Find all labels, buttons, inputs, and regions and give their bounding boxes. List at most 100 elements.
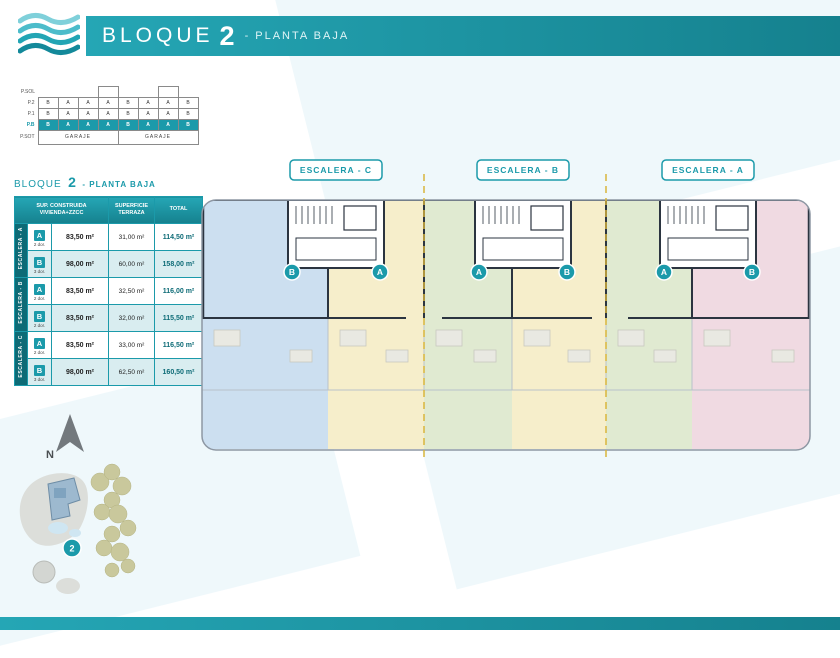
dorm-count: 2 dor. xyxy=(33,241,46,247)
level-cell: B xyxy=(117,97,139,109)
terr-value: 32,00 m² xyxy=(108,304,155,332)
unit-badge: B xyxy=(743,263,761,281)
area-title-number: 2 xyxy=(68,174,76,190)
brand-logo-waves-icon xyxy=(18,13,80,55)
level-cell: B xyxy=(37,108,59,120)
sup-value: 83,50 m² xyxy=(51,223,109,251)
sup-value: 83,50 m² xyxy=(51,331,109,359)
dorm-count: 2 dor. xyxy=(33,349,46,355)
svg-text:A: A xyxy=(377,267,383,277)
level-cell: A xyxy=(97,97,119,109)
level-cell: A xyxy=(157,108,179,120)
level-cell: A xyxy=(157,97,179,109)
level-cell xyxy=(118,87,138,98)
north-compass-icon: N xyxy=(46,414,84,461)
level-cell: B xyxy=(177,97,199,109)
sup-value: 98,00 m² xyxy=(51,250,109,278)
level-cell xyxy=(78,87,98,98)
level-cell: A xyxy=(137,119,159,131)
page-title-subtitle: PLANTA BAJA xyxy=(255,30,350,42)
site-plan: N 2 xyxy=(19,414,137,594)
level-cell: GARAJE xyxy=(117,130,199,145)
svg-text:A: A xyxy=(661,267,667,277)
dorm-count: 3 dor. xyxy=(33,268,46,274)
total-value: 160,50 m² xyxy=(154,358,203,386)
page-title-word: BLOQUE xyxy=(102,24,214,47)
plan-furniture xyxy=(213,329,795,363)
site-plan-shapes: 2 xyxy=(19,463,137,594)
unit-letter-badge: B xyxy=(34,364,45,376)
sup-value: 98,00 m² xyxy=(51,358,109,386)
unit-letter-badge: A xyxy=(34,229,45,241)
dorm-count: 2 dor. xyxy=(33,295,46,301)
unit-badge: B xyxy=(283,263,301,281)
table-header-cell: TOTAL xyxy=(154,196,203,224)
page-title-number: 2 xyxy=(219,20,235,51)
level-cell: P.1 xyxy=(27,110,35,117)
svg-text:ESCALERA - B: ESCALERA - B xyxy=(487,165,559,175)
unit-letter-badge: A xyxy=(34,283,45,295)
level-cell: B xyxy=(117,119,139,131)
unit-letter-badge: B xyxy=(34,310,45,322)
escalera-label-pill: ESCALERA - C xyxy=(289,159,383,181)
escalera-labels: ESCALERA - C ESCALERA - B ESCALERA - A xyxy=(289,159,755,181)
footer-band xyxy=(0,617,840,630)
area-title-rest: - PLANTA BAJA xyxy=(82,180,156,189)
svg-text:ESCALERA - A: ESCALERA - A xyxy=(672,165,744,175)
terr-value: 62,50 m² xyxy=(108,358,155,386)
page-title-separator: - xyxy=(244,30,250,42)
level-cell: A xyxy=(57,119,79,131)
level-cell: A xyxy=(97,108,119,120)
level-cell: P.B xyxy=(26,121,35,128)
unit-badge: B xyxy=(558,263,576,281)
escalera-label-pill: ESCALERA - A xyxy=(661,159,755,181)
terr-value: 33,00 m² xyxy=(108,331,155,359)
svg-text:B: B xyxy=(289,267,295,277)
north-label: N xyxy=(46,449,54,461)
level-cell xyxy=(97,86,119,98)
level-cell: A xyxy=(77,119,99,131)
dorm-count: 3 dor. xyxy=(33,376,46,382)
total-value: 158,00 m² xyxy=(154,250,203,278)
sup-value: 83,50 m² xyxy=(51,304,109,332)
dorm-count: 2 dor. xyxy=(33,322,46,328)
level-cell: A xyxy=(137,97,159,109)
unit-badge: A xyxy=(655,263,673,281)
level-cell: A xyxy=(157,119,179,131)
terr-value: 60,00 m² xyxy=(108,250,155,278)
unit-letter-badge: A xyxy=(34,337,45,349)
plan-outline xyxy=(201,199,811,451)
block-number-badge: 2 xyxy=(62,538,82,558)
level-cell: P.SOT xyxy=(20,134,35,140)
level-cell: B xyxy=(37,97,59,109)
level-cell xyxy=(138,87,158,98)
header-band: BLOQUE 2 - PLANTA BAJA xyxy=(86,16,840,56)
unit-letter-badge: B xyxy=(34,256,45,268)
level-cell: P.2 xyxy=(27,99,35,106)
level-cell: B xyxy=(117,108,139,120)
level-cell xyxy=(58,87,78,98)
level-cell: P.SOL xyxy=(20,88,35,95)
svg-text:A: A xyxy=(476,267,482,277)
area-table-title: BLOQUE 2 - PLANTA BAJA xyxy=(14,174,206,192)
svg-text:ESCALERA - C: ESCALERA - C xyxy=(300,165,372,175)
block-number: 2 xyxy=(69,544,74,554)
level-cell: B xyxy=(177,108,199,120)
unit-badge: A xyxy=(470,263,488,281)
